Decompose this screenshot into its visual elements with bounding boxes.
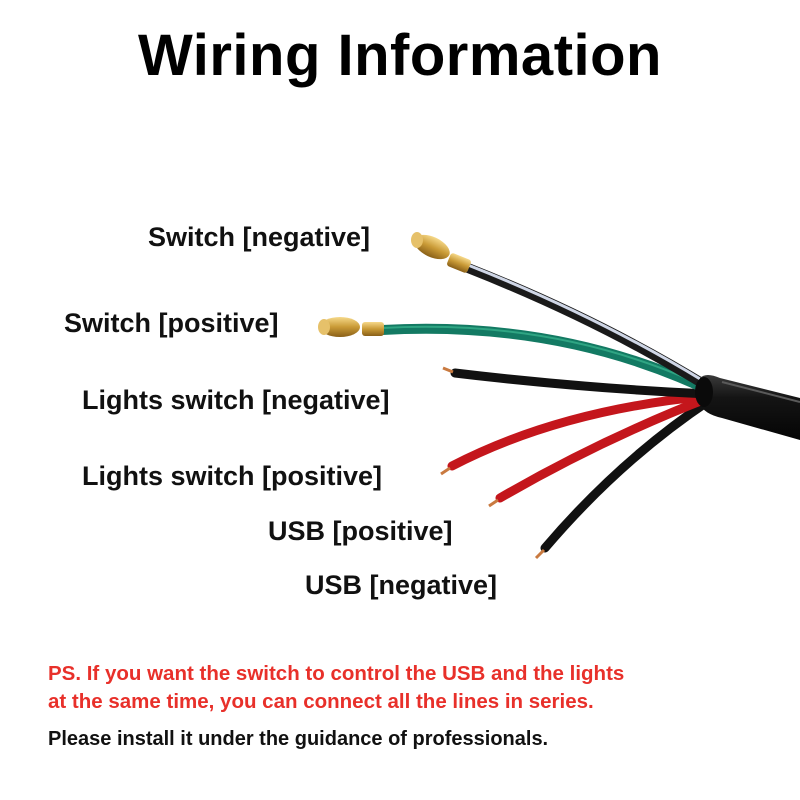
label-usb-negative: USB [negative] xyxy=(305,570,498,600)
wire-switch-negative xyxy=(411,232,715,393)
label-usb-positive: USB [positive] xyxy=(268,516,453,546)
label-switch-positive: Switch [positive] xyxy=(64,308,279,338)
wire-switch-positive xyxy=(318,317,713,395)
bullet-terminal-icon xyxy=(320,317,360,337)
label-switch-negative: Switch [negative] xyxy=(148,222,371,252)
wire-usb-negative xyxy=(534,395,715,560)
wire-lights-switch-positive xyxy=(440,391,713,476)
bullet-terminal-icon xyxy=(414,234,450,260)
page-title: Wiring Information xyxy=(138,23,662,88)
ps-note-line2: at the same time, you can connect all th… xyxy=(48,690,594,713)
ps-note-line1: PS. If you want the switch to control th… xyxy=(48,662,625,685)
install-note: Please install it under the guidance of … xyxy=(48,728,549,750)
label-lights-switch-positive: Lights switch [positive] xyxy=(82,461,383,491)
wire-lights-switch-negative xyxy=(442,366,713,399)
label-lights-switch-negative: Lights switch [negative] xyxy=(82,385,390,415)
cable-sheath xyxy=(695,375,800,440)
wire-usb-positive xyxy=(488,393,713,508)
